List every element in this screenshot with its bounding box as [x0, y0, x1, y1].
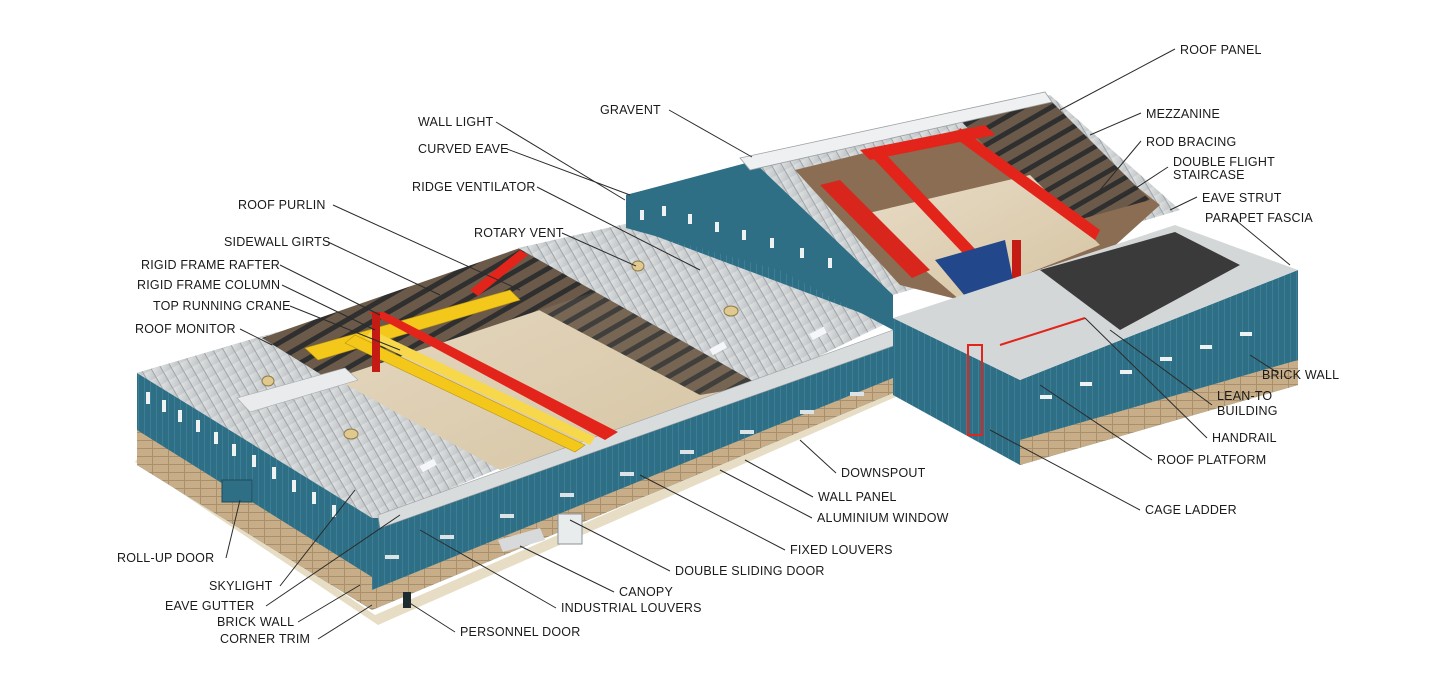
- label-industrial-louvers: INDUSTRIAL LOUVERS: [561, 601, 702, 615]
- cage-ladder: [967, 344, 983, 436]
- red-beam-low: [470, 250, 528, 296]
- label-roof-monitor: ROOF MONITOR: [135, 322, 236, 336]
- window-row-left: [146, 392, 336, 517]
- label-mezzanine: MEZZANINE: [1146, 107, 1220, 121]
- louver-row-front: [385, 392, 864, 559]
- label-roll-up-door: ROLL-UP DOOR: [117, 551, 214, 565]
- lean-to-brick: [1020, 360, 1298, 465]
- label-handrail: HANDRAIL: [1212, 431, 1277, 445]
- label-eave-gutter: EAVE GUTTER: [165, 599, 254, 613]
- rotary-vent-2: [343, 428, 359, 440]
- gravent-cap: [739, 91, 1053, 171]
- rotary-vent-4: [723, 305, 739, 317]
- red-column-low: [372, 312, 380, 372]
- rotary-vent-3: [631, 260, 645, 272]
- window-row-tall: [640, 206, 832, 268]
- label-sidewall-girts: SIDEWALL GIRTS: [224, 235, 331, 249]
- lean-to-cutaway: [1040, 232, 1240, 330]
- label-parapet-fascia: PARAPET FASCIA: [1205, 211, 1313, 225]
- tall-front-wall: [626, 158, 893, 330]
- window-row-lean-to: [1040, 332, 1252, 399]
- label-double-sliding-door: DOUBLE SLIDING DOOR: [675, 564, 825, 578]
- label-fixed-louvers: FIXED LOUVERS: [790, 543, 893, 557]
- skylight-3: [809, 326, 827, 341]
- label-lean-to-1: LEAN-TO: [1217, 389, 1272, 403]
- red-stair: [820, 180, 930, 278]
- skylight-1: [419, 458, 437, 473]
- lean-to-side-wall: [1020, 270, 1298, 465]
- crane-beam-3: [365, 330, 595, 445]
- label-ridge-ventilator: RIDGE VENTILATOR: [412, 180, 536, 194]
- label-canopy: CANOPY: [619, 585, 673, 599]
- label-top-running-crane: TOP RUNNING CRANE: [153, 299, 291, 313]
- personnel-door: [403, 592, 411, 608]
- roof-right-sheet: [518, 215, 893, 385]
- red-rafter-tall-3: [955, 128, 1100, 240]
- leader-lines: [225, 48, 1291, 640]
- canopy: [498, 528, 545, 552]
- label-eave-strut: EAVE STRUT: [1202, 191, 1282, 205]
- roof-handrail: [999, 317, 1086, 346]
- label-brick-wall-left: BRICK WALL: [217, 615, 294, 629]
- label-double-flight-2: STAIRCASE: [1173, 168, 1245, 182]
- label-rigid-frame-rafter: RIGID FRAME RAFTER: [141, 258, 280, 272]
- label-personnel-door: PERSONNEL DOOR: [460, 625, 580, 639]
- tall-purlins: [960, 100, 1150, 225]
- double-sliding-door: [557, 513, 583, 545]
- roof-monitor: [236, 367, 359, 413]
- label-cage-ladder: CAGE LADDER: [1145, 503, 1237, 517]
- label-roof-purlin: ROOF PURLIN: [238, 198, 326, 212]
- crane-beam-2: [344, 334, 586, 453]
- label-rigid-frame-column: RIGID FRAME COLUMN: [137, 278, 280, 292]
- label-rod-bracing: ROD BRACING: [1146, 135, 1236, 149]
- purlin-field-2: [520, 270, 760, 395]
- label-roof-panel: ROOF PANEL: [1180, 43, 1262, 57]
- label-lean-to-2: BUILDING: [1217, 404, 1278, 418]
- label-aluminium-window: ALUMINIUM WINDOW: [817, 511, 949, 525]
- side-wall-brick-front: [372, 378, 893, 610]
- roll-up-door: [221, 479, 253, 503]
- label-curved-eave: CURVED EAVE: [418, 142, 509, 156]
- label-corner-trim: CORNER TRIM: [220, 632, 310, 646]
- label-gravent: GRAVENT: [600, 103, 661, 117]
- lean-to-front-wall: [893, 318, 1020, 465]
- label-skylight: SKYLIGHT: [209, 579, 273, 593]
- label-rotary-vent: ROTARY VENT: [474, 226, 564, 240]
- labels: ROOF PANEL MEZZANINE ROD BRACING DOUBLE …: [117, 43, 1339, 646]
- label-wall-panel: WALL PANEL: [818, 490, 897, 504]
- label-roof-platform: ROOF PLATFORM: [1157, 453, 1266, 467]
- skylight-2: [709, 341, 727, 356]
- label-brick-wall-right: BRICK WALL: [1262, 368, 1339, 382]
- rotary-vent-1: [261, 375, 275, 387]
- label-wall-light: WALL LIGHT: [418, 115, 494, 129]
- end-wall-brick-left: [137, 430, 372, 610]
- label-double-flight-1: DOUBLE FLIGHT: [1173, 155, 1275, 169]
- red-rafter-low: [368, 312, 618, 440]
- label-downspout: DOWNSPOUT: [841, 466, 926, 480]
